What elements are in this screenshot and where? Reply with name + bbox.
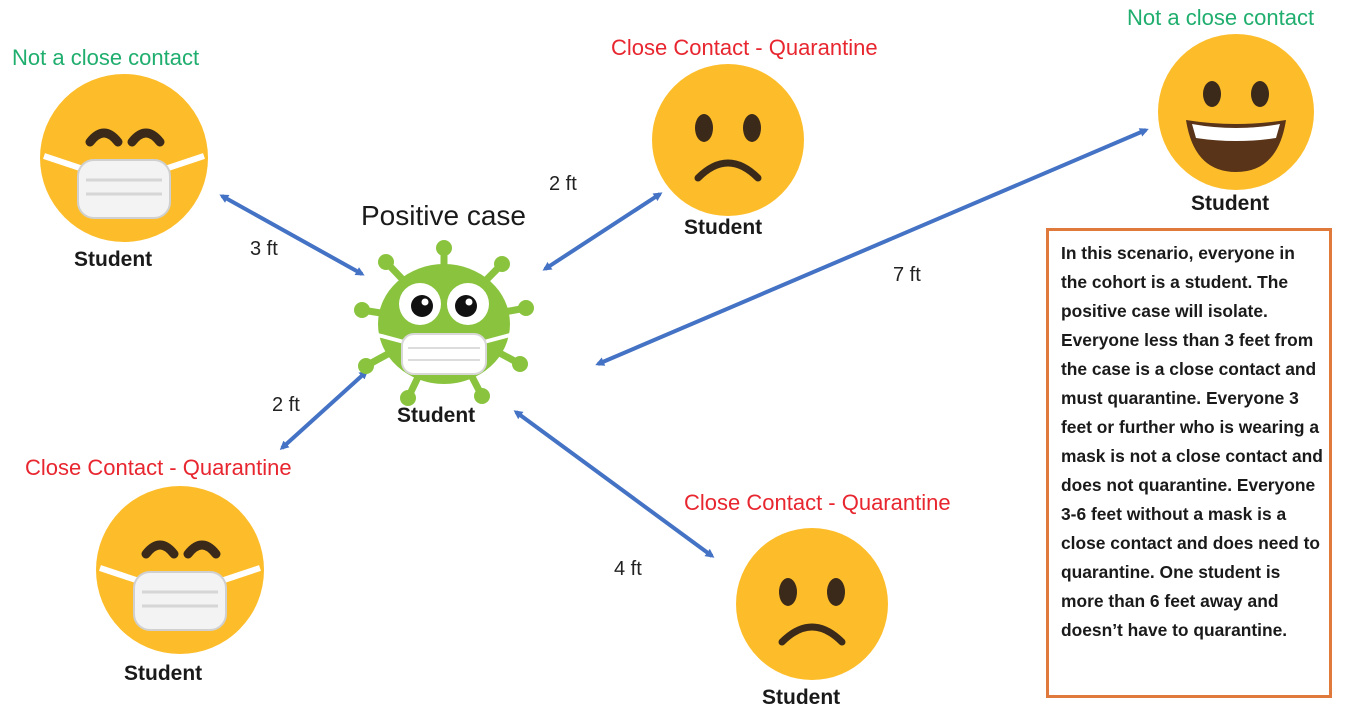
status-label-top-left: Not a close contact [12, 45, 200, 70]
student-caption-bottom-left: Student [124, 662, 203, 685]
grinning-face-icon [1158, 34, 1314, 190]
status-label-top-right: Not a close contact [1127, 5, 1315, 30]
arrow-top-left [219, 194, 365, 276]
frowning-face-icon [736, 528, 888, 680]
distance-label-right: 7 ft [893, 264, 921, 286]
status-label-bottom-middle: Close Contact - Quarantine [684, 490, 951, 515]
distance-label-top-left: 3 ft [250, 238, 278, 260]
masked-face-icon [40, 74, 208, 242]
status-label-bottom-left: Close Contact - Quarantine [25, 455, 292, 480]
scenario-explanation-text: In this scenario, everyone in the cohort… [1061, 243, 1323, 640]
arrow-bottom-left [279, 369, 369, 451]
positive-case-caption: Student [397, 404, 476, 427]
frowning-face-icon [652, 64, 804, 216]
arrow-bottom-middle [513, 410, 715, 558]
scenario-explanation-box: In this scenario, everyone in the cohort… [1046, 228, 1332, 698]
student-caption-bottom-middle: Student [762, 686, 841, 709]
masked-face-icon [96, 486, 264, 654]
student-caption-top-middle: Student [684, 216, 763, 239]
distance-label-bottom-middle: 4 ft [614, 558, 642, 580]
virus-icon [354, 240, 534, 406]
student-caption-top-right: Student [1191, 192, 1270, 215]
distance-label-bottom-left: 2 ft [272, 394, 300, 416]
student-caption-top-left: Student [74, 248, 153, 271]
positive-case-title: Positive case [361, 200, 526, 231]
arrow-right [595, 128, 1149, 366]
distance-label-top-middle: 2 ft [549, 173, 577, 195]
status-label-top-middle: Close Contact - Quarantine [611, 35, 878, 60]
arrow-top-middle [542, 192, 663, 271]
